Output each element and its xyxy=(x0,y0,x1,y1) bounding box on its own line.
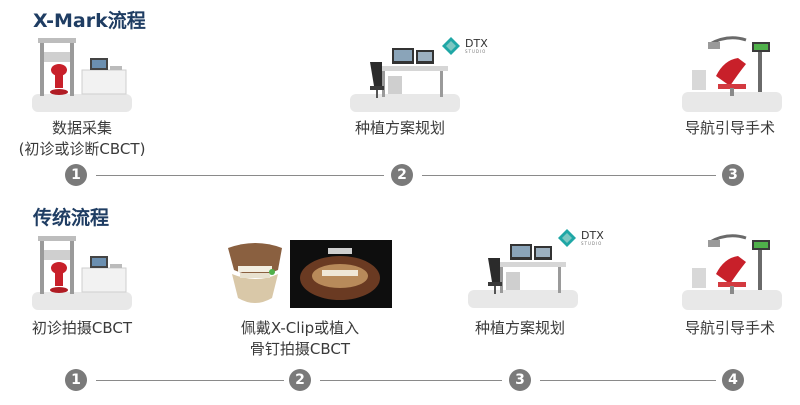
dtx-logo-icon xyxy=(442,37,460,55)
step-label-xmark-1: 数据采集 (初诊或诊断CBCT) xyxy=(18,119,146,158)
cbct-scanner-icon xyxy=(30,228,134,312)
xclip-scan-icon xyxy=(222,240,394,308)
dtx-logo-name: DTX xyxy=(465,37,488,50)
step-circle-traditional-3: 3 xyxy=(509,369,531,391)
step-connector xyxy=(320,380,502,381)
dtx-logo-icon xyxy=(558,229,576,247)
dtx-logo-sub: STUDIO xyxy=(581,241,603,246)
step-label-traditional-2: 佩戴X-Clip或植入 骨钉拍摄CBCT xyxy=(240,319,360,358)
section-title-xmark: X-Mark流程 xyxy=(33,10,146,32)
step-connector xyxy=(540,380,716,381)
step-label-traditional-1: 初诊拍摄CBCT xyxy=(31,319,133,337)
cbct-scanner-icon xyxy=(30,30,134,114)
step-label-traditional-3: 种植方案规划 xyxy=(474,319,565,337)
step-circle-traditional-1: 1 xyxy=(65,369,87,391)
step-label-xmark-3: 导航引导手术 xyxy=(684,119,775,137)
step-circle-traditional-2: 2 xyxy=(289,369,311,391)
navigation-surgery-icon xyxy=(680,30,784,114)
step-label-traditional-4: 导航引导手术 xyxy=(684,319,775,337)
planning-workstation-icon xyxy=(466,232,580,310)
step-connector xyxy=(96,380,284,381)
step-circle-xmark-2: 2 xyxy=(391,164,413,186)
dtx-studio-logo: DTX STUDIO xyxy=(441,36,488,56)
step-connector xyxy=(96,175,384,176)
step-circle-xmark-1: 1 xyxy=(65,164,87,186)
dtx-studio-logo: DTX STUDIO xyxy=(557,228,604,248)
navigation-surgery-icon xyxy=(680,228,784,312)
dtx-logo-name: DTX xyxy=(581,229,604,242)
section-title-traditional: 传统流程 xyxy=(33,207,110,229)
step-circle-xmark-3: 3 xyxy=(722,164,744,186)
step-circle-traditional-4: 4 xyxy=(722,369,744,391)
step-connector xyxy=(422,175,716,176)
dtx-logo-sub: STUDIO xyxy=(465,49,487,54)
planning-workstation-icon xyxy=(348,36,462,114)
step-label-xmark-2: 种植方案规划 xyxy=(354,119,445,137)
